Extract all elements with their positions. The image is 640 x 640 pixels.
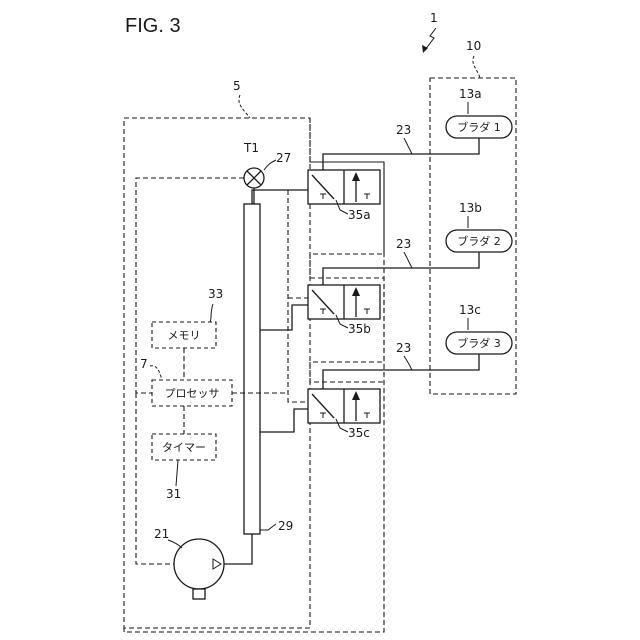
bladder-1-label: ブラダ 1: [457, 120, 501, 134]
timer-label: タイマー: [162, 441, 206, 454]
controller-ref-leader: [239, 95, 250, 118]
pump-base: [193, 589, 205, 599]
bladder-3-ref-label: 13c: [459, 303, 481, 317]
system-ref-arrowhead: [422, 45, 428, 53]
system-ref-label: 1: [430, 11, 438, 25]
tube-2-ref-leader: [404, 252, 412, 268]
tube-2-ref-label: 23: [396, 237, 411, 251]
tube-2: [323, 252, 479, 285]
pump-ref-leader: [168, 540, 182, 548]
valve-35b-ref-label: 35b: [348, 322, 371, 336]
valve-35c-ref-label: 35c: [348, 426, 370, 440]
signal-sensor-processor: [136, 178, 244, 393]
bladder-2-ref-label: 13b: [459, 201, 482, 215]
pump: [174, 539, 224, 589]
line-manifold-valve-b: [260, 305, 308, 330]
tube-3-ref-leader: [404, 356, 412, 370]
tube-1: [323, 138, 479, 170]
controller-ref-label: 5: [233, 79, 241, 93]
pump-ref-label: 21: [154, 527, 169, 541]
bladder-3-label: ブラダ 3: [457, 336, 501, 350]
line-manifold-valve-c: [260, 409, 308, 432]
tube-3-ref-label: 23: [396, 341, 411, 355]
bladder-group-ref-leader: [473, 56, 480, 78]
bladder-1-ref-label: 13a: [459, 87, 482, 101]
bladder-2-label: ブラダ 2: [457, 234, 501, 248]
bladder-group-ref-label: 10: [466, 39, 481, 53]
processor-ref-leader: [150, 366, 162, 380]
sensor-name: T1: [243, 141, 259, 155]
memory-ref-label: 33: [208, 287, 223, 301]
tube-3: [323, 354, 479, 389]
figure-title: FIG. 3: [125, 15, 181, 37]
valve-35a: [308, 170, 380, 204]
sensor-ref-label: 27: [276, 151, 291, 165]
processor-label: プロセッサ: [165, 387, 220, 400]
line-pump-manifold: [224, 534, 252, 564]
system-ref-arrow: [425, 28, 436, 50]
manifold: [244, 204, 260, 534]
manifold-ref-label: 29: [278, 519, 293, 533]
memory-label: メモリ: [168, 329, 201, 342]
valve-35a-ref-label: 35a: [348, 208, 371, 222]
tube-1-ref-label: 23: [396, 123, 411, 137]
memory-ref-leader: [210, 304, 213, 322]
processor-ref-label: 7: [140, 357, 148, 371]
manifold-ref-leader: [260, 524, 276, 530]
line-manifold-valve-a: [252, 190, 308, 204]
sensor-ref-leader: [264, 160, 276, 170]
tube-1-ref-leader: [404, 138, 412, 154]
signal-valve-bus: [288, 190, 308, 402]
valve-35b: [308, 285, 380, 319]
valve-35c: [308, 389, 380, 423]
timer-ref-leader: [176, 460, 178, 486]
timer-ref-label: 31: [166, 487, 181, 501]
